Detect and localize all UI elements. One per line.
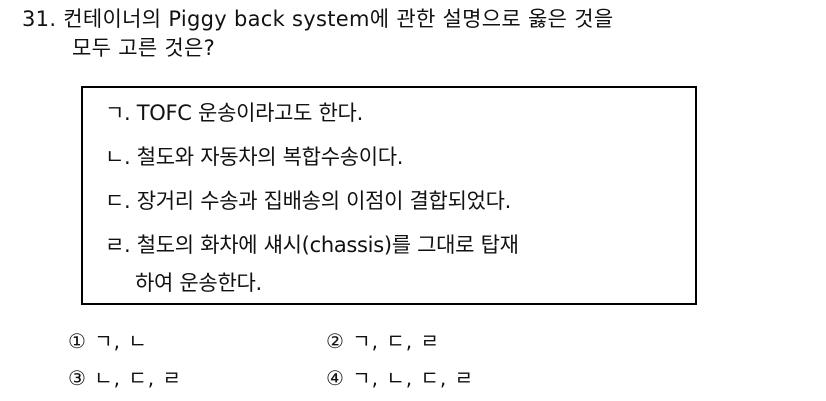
question-line-1: 31. 컨테이너의 Piggy back system에 관한 설명으로 옳은 … (22, 7, 614, 31)
statement-box: ㄱ. TOFC 운송이라고도 한다. ㄴ. 철도와 자동차의 복합수송이다. ㄷ… (81, 86, 697, 305)
statement-item: ㄷ. 장거리 수송과 집배송의 이점이 결합되었다. (105, 189, 512, 213)
choice-2[interactable]: ② ㄱ, ㄷ, ㄹ (326, 329, 440, 353)
statement-item-continuation: 하여 운송한다. (135, 271, 262, 295)
statement-item: ㄹ. 철도의 화차에 섀시(chassis)를 그대로 탑재 (105, 233, 519, 257)
choice-1[interactable]: ① ㄱ, ㄴ (68, 329, 148, 353)
choice-3[interactable]: ③ ㄴ, ㄷ, ㄹ (68, 366, 182, 390)
question-line-2: 모두 고른 것은? (72, 36, 216, 60)
choice-4[interactable]: ④ ㄱ, ㄴ, ㄷ, ㄹ (326, 366, 475, 390)
statement-item: ㄴ. 철도와 자동차의 복합수송이다. (105, 145, 404, 169)
statement-item: ㄱ. TOFC 운송이라고도 한다. (105, 101, 363, 125)
